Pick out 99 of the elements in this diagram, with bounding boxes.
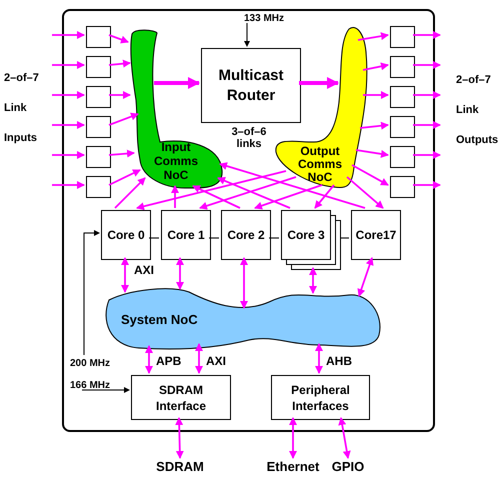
core-box (351, 210, 401, 260)
box-label: Core 0 (107, 227, 145, 244)
edge-label: AXI (134, 263, 154, 277)
link-box (390, 116, 415, 138)
arrow (52, 121, 85, 129)
core-box (161, 210, 211, 260)
arrow (136, 170, 286, 210)
arrow (240, 257, 248, 309)
arrow (315, 343, 323, 374)
annotation-text: 2–of–7 (4, 72, 39, 85)
interface-box (271, 375, 370, 420)
arrow (52, 61, 85, 69)
arrow (175, 417, 184, 459)
arrow (289, 417, 297, 459)
arrow (357, 257, 374, 297)
arrow (314, 184, 335, 209)
annotation-text: Link (4, 102, 27, 115)
arrow (121, 257, 129, 293)
annotation-text: 2–of–7 (456, 74, 491, 87)
link-box (390, 86, 415, 108)
annotation-text: Outputs (456, 134, 498, 147)
arrow (154, 77, 200, 89)
arrow (309, 267, 317, 294)
arrow (52, 151, 85, 159)
arrow (352, 164, 389, 186)
annotation-text: Inputs (4, 132, 37, 145)
arrow (413, 91, 441, 99)
arrow (217, 177, 290, 209)
router-box (201, 48, 301, 123)
link-box (390, 26, 415, 48)
arrow (145, 345, 153, 374)
arrow (413, 121, 441, 129)
box-label: 200 MHz (70, 357, 110, 370)
edge-label: AXI (206, 354, 226, 368)
annotation-text: Link (456, 104, 479, 117)
arrow (299, 77, 339, 89)
arrow (199, 176, 296, 210)
link-box (390, 56, 415, 78)
core-box (281, 210, 331, 260)
box-label: Ethernet (266, 458, 320, 476)
edge-label: APB (156, 354, 182, 368)
box-label: Core17 (356, 227, 396, 244)
link-box (86, 86, 111, 108)
link-box (86, 116, 111, 138)
arrow (108, 150, 135, 158)
chip-outline (62, 9, 435, 432)
core-box (101, 210, 151, 260)
link-box (86, 176, 111, 198)
arrow (52, 31, 85, 39)
arrow (52, 91, 85, 99)
annotation-text: 3–of–6 links (230, 126, 268, 150)
arrow (360, 122, 389, 130)
arrow (52, 181, 85, 189)
arrow (244, 22, 250, 47)
arrow (338, 417, 351, 459)
arrow (362, 62, 389, 71)
box-label: Multicast Router (217, 66, 284, 106)
box-label: 166 MHz (70, 379, 110, 392)
box-label: SDRAM (156, 458, 204, 476)
arrow (82, 387, 130, 393)
box-label: Core 3 (287, 227, 325, 244)
arrow (254, 184, 322, 210)
arrow (108, 169, 141, 186)
link-box (86, 56, 111, 78)
arrow (363, 91, 389, 99)
edge-label: AHB (326, 354, 352, 368)
arrow (171, 185, 179, 208)
link-box (390, 146, 415, 168)
link-box (390, 176, 415, 198)
interface-box (131, 375, 231, 420)
box-label: 133 MHz (244, 12, 284, 25)
arrow (356, 149, 389, 158)
arrow (108, 112, 139, 126)
box-label: Peripheral Interfaces (290, 382, 351, 414)
noc-label: Input Comms NoC (152, 140, 199, 182)
arrow (109, 91, 131, 99)
arrow (413, 31, 441, 39)
noc-label: Output Comms NoC (296, 145, 343, 184)
arrow (219, 162, 366, 209)
box-label: SDRAM Interface (154, 382, 208, 414)
arrow (114, 177, 146, 209)
arrow (192, 185, 240, 209)
box-label: Core 2 (227, 227, 265, 244)
arrow (358, 32, 389, 41)
arrow (108, 60, 131, 68)
arrow (413, 181, 441, 189)
link-box (86, 146, 111, 168)
box-label: Core 1 (167, 227, 205, 244)
arrow (413, 151, 441, 159)
arrow (346, 176, 384, 209)
box-label: GPIO (332, 458, 364, 476)
arrow (195, 343, 203, 374)
arrow (413, 61, 441, 69)
arrow (176, 257, 184, 290)
core-box (221, 210, 271, 260)
noc-label: System NoC (121, 311, 198, 329)
link-box (86, 26, 111, 48)
arrow (84, 230, 100, 356)
arrow (108, 34, 129, 44)
